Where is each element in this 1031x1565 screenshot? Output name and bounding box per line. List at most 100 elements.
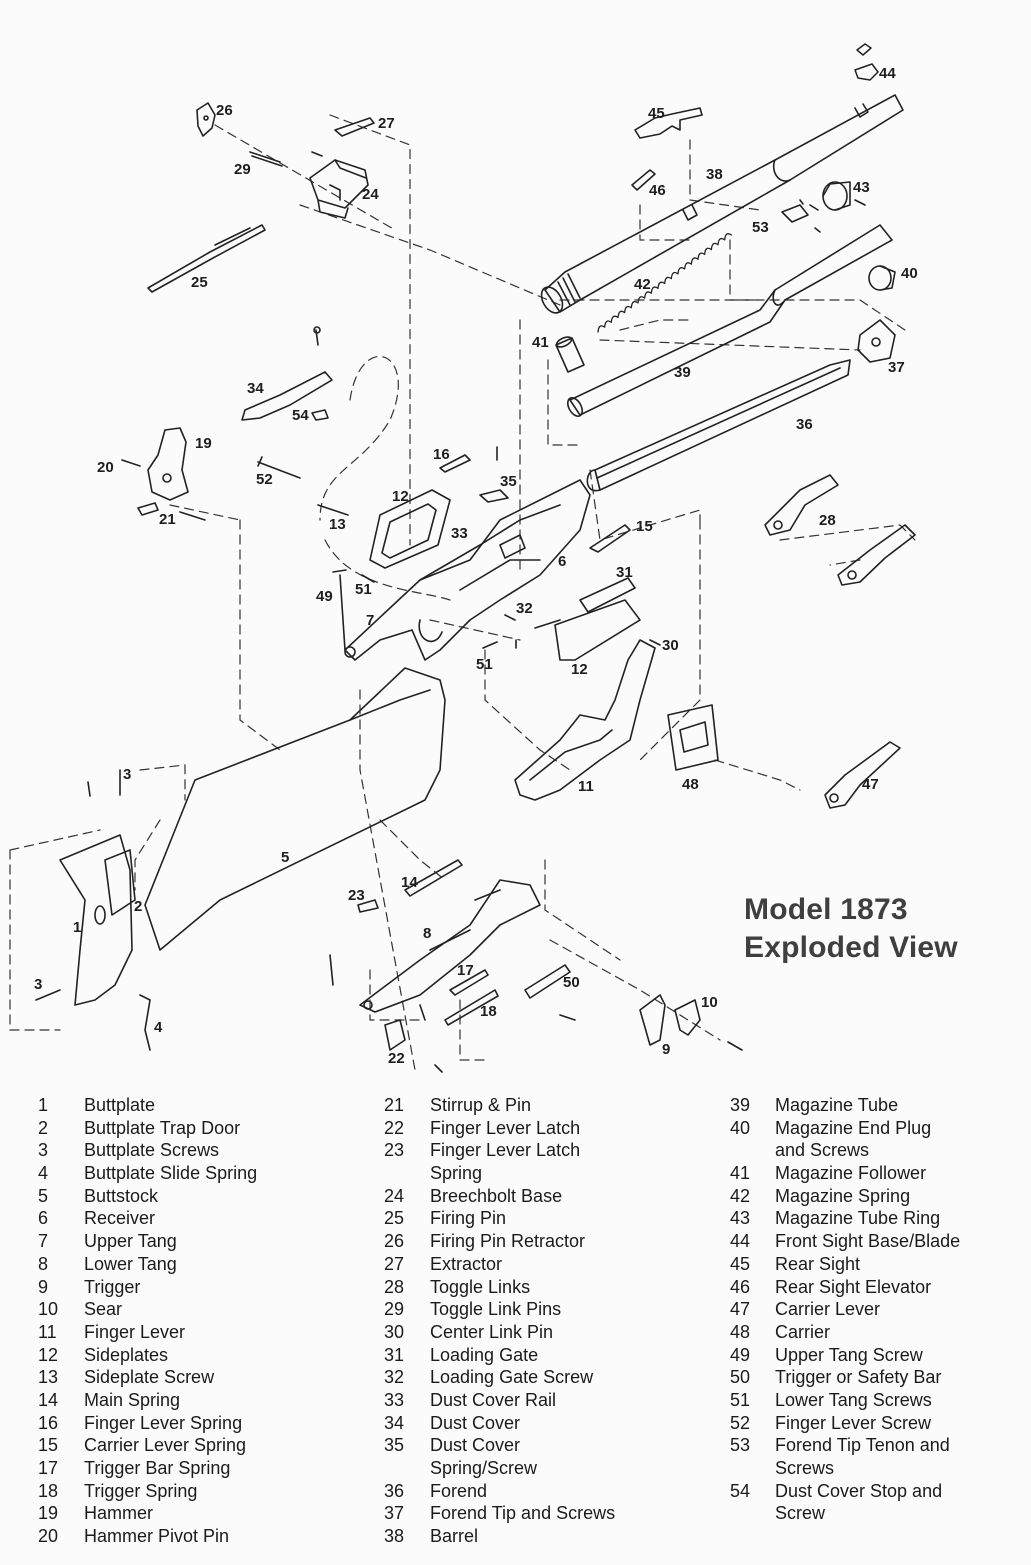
callout-2: 2 (134, 898, 143, 915)
callout-39: 39 (674, 364, 691, 381)
firing-pin-part (147, 224, 266, 293)
lower-tang-part (359, 879, 541, 1013)
callout-12b: 12 (571, 661, 588, 678)
callout-10: 10 (701, 994, 718, 1011)
legend-part-name: Forend Tip and Screws (430, 1503, 616, 1524)
legend-item: 13 Sideplate Screw (38, 1366, 358, 1389)
legend-part-name: Toggle Links (430, 1276, 531, 1297)
legend-item: 49 Upper Tang Screw (730, 1344, 1030, 1367)
callout-21: 21 (159, 511, 176, 528)
legend-item: 6 Receiver (38, 1207, 358, 1230)
callout-47: 47 (862, 776, 879, 793)
legend-part-name: Finger Lever Spring (84, 1412, 243, 1433)
legend-part-number: 18 (38, 1480, 59, 1501)
legend-part-name-continued: Spring/Screw (430, 1458, 538, 1479)
legend-part-number: 19 (38, 1503, 59, 1524)
legend-part-number: 6 (38, 1208, 49, 1229)
legend-part-number: 26 (384, 1231, 405, 1252)
legend-part-number: 27 (384, 1253, 405, 1274)
trigger-safety-bar-part (524, 964, 576, 1021)
parts-drawing (9, 43, 916, 1073)
legend-part-name: Buttplate Screws (84, 1140, 220, 1161)
callout-35: 35 (500, 473, 517, 490)
legend-part-number: 13 (38, 1367, 59, 1388)
legend-part-name: Magazine Tube (775, 1095, 899, 1115)
legend-part-name: Trigger Bar Spring (84, 1458, 231, 1478)
legend-part-name: Receiver (84, 1208, 156, 1229)
legend-part-number: 10 (38, 1299, 59, 1320)
legend-part-name: Upper Tang Screw (775, 1344, 923, 1365)
callout-28: 28 (819, 512, 836, 529)
legend-part-number: 4 (38, 1163, 49, 1184)
legend-part-name: Magazine Spring (775, 1185, 911, 1206)
callout-13: 13 (329, 516, 346, 533)
diagram-title-line1: Model 1873 (744, 893, 908, 926)
legend-part-number: 43 (730, 1208, 751, 1229)
legend-part-name: Buttplate (84, 1095, 156, 1115)
legend-part-number: 16 (38, 1412, 59, 1433)
toggle-links-part (764, 474, 916, 586)
legend-part-name: Magazine End Plug (775, 1117, 932, 1138)
callout-36: 36 (796, 416, 813, 433)
callout-29: 29 (234, 161, 251, 178)
legend-part-name: Stirrup & Pin (430, 1095, 532, 1115)
callout-20: 20 (97, 459, 114, 476)
callout-25: 25 (191, 274, 208, 291)
callout-51: 51 (355, 581, 372, 598)
trigger-bar-spring-part (449, 969, 489, 996)
callout-14: 14 (401, 874, 418, 891)
callout-45: 45 (648, 105, 665, 122)
trigger-spring-part (444, 989, 499, 1026)
legend-part-number: 52 (730, 1412, 751, 1433)
trigger-part (639, 994, 666, 1046)
legend-part-name: Carrier Lever Spring (84, 1435, 247, 1456)
legend-part-name-continued: Screw (775, 1503, 826, 1524)
legend-part-number: 49 (730, 1344, 751, 1365)
legend-part-name: Magazine Tube Ring (775, 1208, 941, 1229)
loading-gate-screw-part (504, 614, 517, 649)
magazine-follower-part (555, 336, 585, 373)
legend-part-number: 37 (384, 1503, 405, 1524)
finger-lever-spring-part (439, 454, 471, 473)
legend-part-name: Dust Cover Stop and (775, 1480, 943, 1501)
legend-part-number: 51 (730, 1389, 751, 1410)
loading-gate-part (579, 577, 636, 613)
legend-part-name: Rear Sight (775, 1253, 861, 1274)
legend-part-name: Dust Cover Rail (430, 1389, 557, 1410)
callout-52: 52 (256, 471, 273, 488)
upper-tang-screw-part (332, 569, 347, 651)
legend-part-name: Finger Lever Latch (430, 1140, 581, 1161)
legend-part-number: 39 (730, 1095, 751, 1115)
magazine-end-plug-part (868, 265, 896, 291)
magazine-tube-part (566, 224, 893, 417)
finger-lever-part (514, 639, 656, 801)
callout-12: 12 (392, 488, 409, 505)
legend-part-name: Trigger or Safety Bar (775, 1367, 942, 1388)
legend-part-name: Sideplate Screw (84, 1367, 215, 1388)
legend-part-number: 54 (730, 1480, 751, 1501)
legend-part-number: 28 (384, 1276, 405, 1297)
barrel-part (540, 94, 904, 314)
legend-part-name: Trigger Spring (84, 1480, 198, 1501)
legend-part-number: 38 (384, 1526, 405, 1547)
legend-part-name: Main Spring (84, 1389, 181, 1410)
legend-part-name: Carrier (775, 1321, 831, 1342)
hammer-pivot-pin-part (121, 459, 141, 467)
legend-part-number: 47 (730, 1299, 751, 1320)
legend-part-number: 31 (384, 1344, 405, 1365)
callout-15: 15 (636, 518, 653, 535)
